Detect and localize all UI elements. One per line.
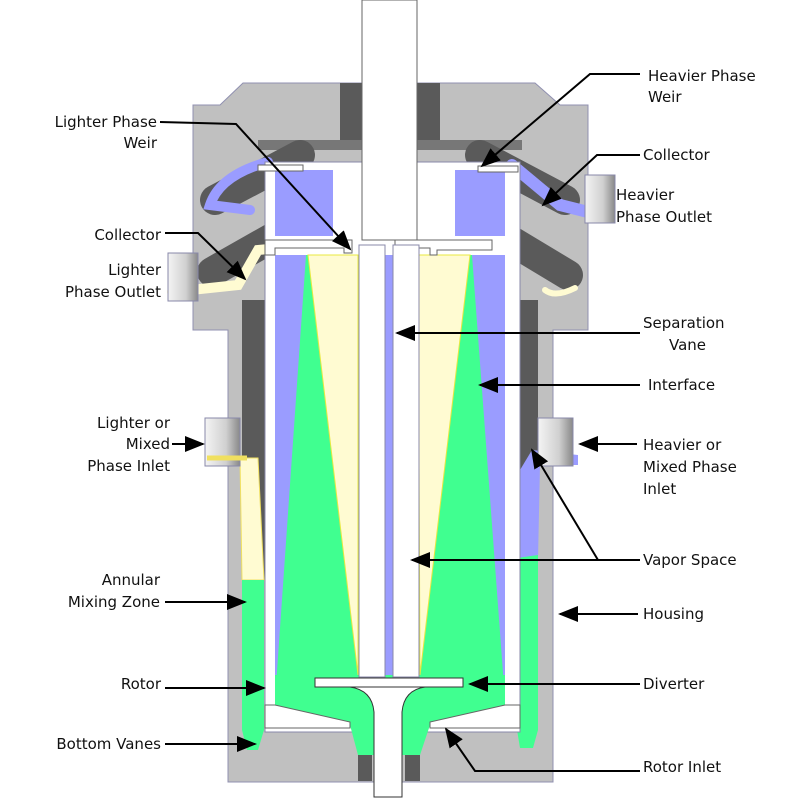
label-diverter: Diverter (643, 675, 705, 693)
right-annulus-heavier-phase (517, 450, 578, 560)
label-collector-right: Collector (643, 146, 711, 164)
label-collector-left: Collector (94, 226, 162, 244)
diverter (314, 677, 464, 688)
bottom-vane-right (405, 755, 420, 781)
left-annular-mixing-zone (242, 580, 264, 750)
left-upper-heavier-chamber (275, 170, 333, 236)
rotor-floor-left (264, 704, 351, 729)
label-rotor: Rotor (121, 675, 162, 693)
rotor-floor-right (429, 704, 521, 729)
label-vapor-space: Vapor Space (643, 551, 737, 569)
label-interface: Interface (648, 376, 715, 394)
left-lighter-phase-cone (307, 254, 359, 676)
separation-vane-right (392, 244, 420, 678)
top-plate-left (257, 164, 304, 172)
leader-lines (159, 73, 640, 772)
separation-vane-left (358, 244, 386, 678)
heavier-mixed-inlet-port (537, 417, 574, 467)
bottom-vane-left (358, 755, 372, 781)
right-upper-heavier-chamber (455, 170, 505, 236)
heavier-phase-weir (477, 165, 519, 173)
label-bottom-vanes: Bottom Vanes (56, 735, 161, 753)
right-annular-mixing-zone (517, 555, 538, 748)
rotor-inlet-tube (349, 686, 426, 798)
drive-shaft (361, 0, 418, 241)
label-rotor-inlet: Rotor Inlet (643, 758, 721, 776)
lighter-phase-outlet-port (167, 252, 199, 302)
label-housing: Housing (643, 605, 704, 623)
heavier-phase-outlet-port (584, 174, 616, 224)
